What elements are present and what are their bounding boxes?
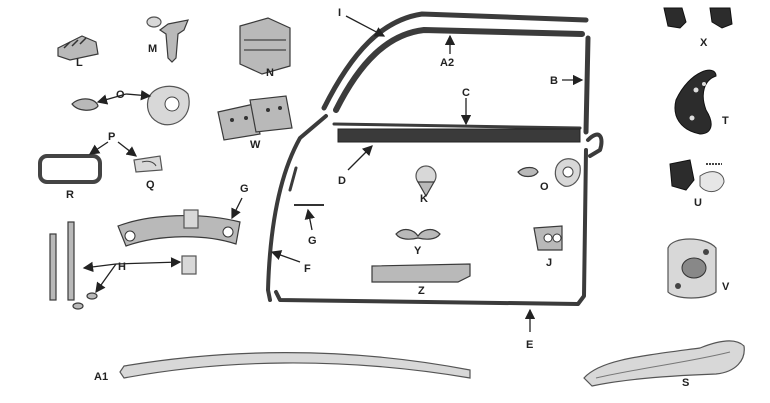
part-O-door-escutcheons bbox=[517, 158, 581, 187]
label-F: F bbox=[304, 263, 311, 275]
seal-front-lip bbox=[288, 166, 298, 192]
label-V: V bbox=[722, 281, 730, 293]
label-E: E bbox=[526, 339, 533, 351]
part-labels: L M N O P R Q W G H I A2 B C D K O G F Y… bbox=[66, 7, 730, 389]
label-P: P bbox=[108, 131, 115, 143]
label-H: H bbox=[118, 261, 126, 273]
part-J-bracket bbox=[533, 225, 563, 251]
part-Y-clip bbox=[395, 228, 441, 240]
leader-arrows bbox=[82, 15, 584, 332]
label-J: J bbox=[546, 257, 552, 269]
label-N: N bbox=[266, 67, 274, 79]
part-R-ring bbox=[38, 154, 102, 184]
seal-F-door-outline bbox=[266, 114, 328, 302]
label-O-door: O bbox=[540, 181, 549, 193]
seal-E-bottom bbox=[274, 148, 588, 306]
part-T-cam bbox=[674, 69, 717, 135]
label-K: K bbox=[420, 193, 428, 205]
label-X: X bbox=[700, 37, 708, 49]
part-N-channel bbox=[239, 17, 291, 75]
part-X-clips bbox=[663, 7, 733, 29]
part-A1-strip bbox=[119, 352, 471, 379]
label-S: S bbox=[682, 377, 689, 389]
part-H-pins bbox=[49, 221, 197, 310]
door-seals bbox=[266, 11, 604, 306]
label-T: T bbox=[722, 115, 729, 127]
label-G: G bbox=[240, 183, 249, 195]
part-S-handle bbox=[583, 340, 745, 387]
label-Z: Z bbox=[418, 285, 425, 297]
label-Q: Q bbox=[146, 179, 155, 191]
label-A1: A1 bbox=[94, 371, 108, 383]
part-M-plug bbox=[146, 16, 189, 63]
label-A2: A2 bbox=[440, 57, 454, 69]
part-G-stay bbox=[117, 209, 241, 247]
seal-rear-curve bbox=[586, 132, 604, 158]
label-D: D bbox=[338, 175, 346, 187]
label-B: B bbox=[550, 75, 558, 87]
label-W: W bbox=[250, 139, 261, 151]
seal-B-rear bbox=[583, 35, 591, 135]
part-Q-cup bbox=[133, 155, 163, 173]
label-Y: Y bbox=[414, 245, 422, 257]
seal-A2-inner-frame bbox=[333, 27, 585, 113]
part-W-hinge bbox=[217, 95, 293, 141]
part-L-clip bbox=[57, 35, 99, 61]
part-D-felt-strip bbox=[337, 128, 581, 143]
label-R: R bbox=[66, 189, 74, 201]
part-K-lock bbox=[415, 165, 437, 198]
label-U: U bbox=[694, 197, 702, 209]
part-V-striker bbox=[667, 238, 717, 299]
label-I: I bbox=[338, 7, 341, 19]
label-O: O bbox=[116, 89, 125, 101]
part-Z-panel bbox=[371, 263, 471, 283]
seal-I-outer-frame bbox=[321, 11, 589, 111]
label-G-door: G bbox=[308, 235, 317, 247]
label-M: M bbox=[148, 43, 157, 55]
seal-C-belt bbox=[332, 122, 582, 130]
label-C: C bbox=[462, 87, 470, 99]
part-O-escutcheons bbox=[71, 85, 190, 126]
part-U-latch bbox=[669, 159, 725, 192]
label-L: L bbox=[76, 57, 83, 69]
